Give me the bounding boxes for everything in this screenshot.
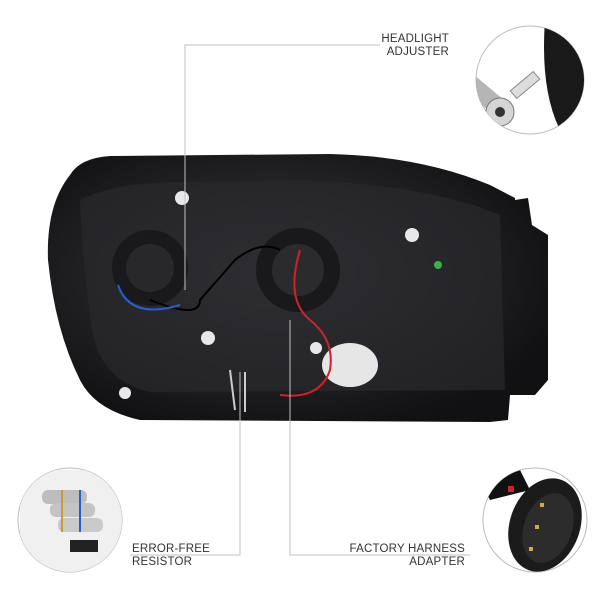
headlight-housing	[47, 154, 548, 422]
callout-headlight-adjuster: HEADLIGHT ADJUSTER	[340, 33, 449, 59]
callout-text: HEADLIGHT	[381, 33, 449, 45]
callout-text: ERROR-FREE	[132, 543, 211, 555]
callout-error-free-resistor: ERROR-FREE RESISTOR	[132, 543, 210, 569]
callout-text: RESISTOR	[132, 556, 193, 568]
callout-lines	[130, 44, 470, 556]
resistor-detail	[17, 467, 123, 573]
callout-text: ADJUSTER	[386, 46, 449, 58]
headlight-adjuster-detail	[475, 25, 585, 135]
callout-factory-harness-adapter: FACTORY HARNESS ADAPTER	[330, 543, 465, 569]
callout-text: ADAPTER	[409, 556, 465, 568]
harness-adapter-detail	[482, 467, 588, 573]
callout-text: FACTORY HARNESS	[349, 543, 465, 555]
